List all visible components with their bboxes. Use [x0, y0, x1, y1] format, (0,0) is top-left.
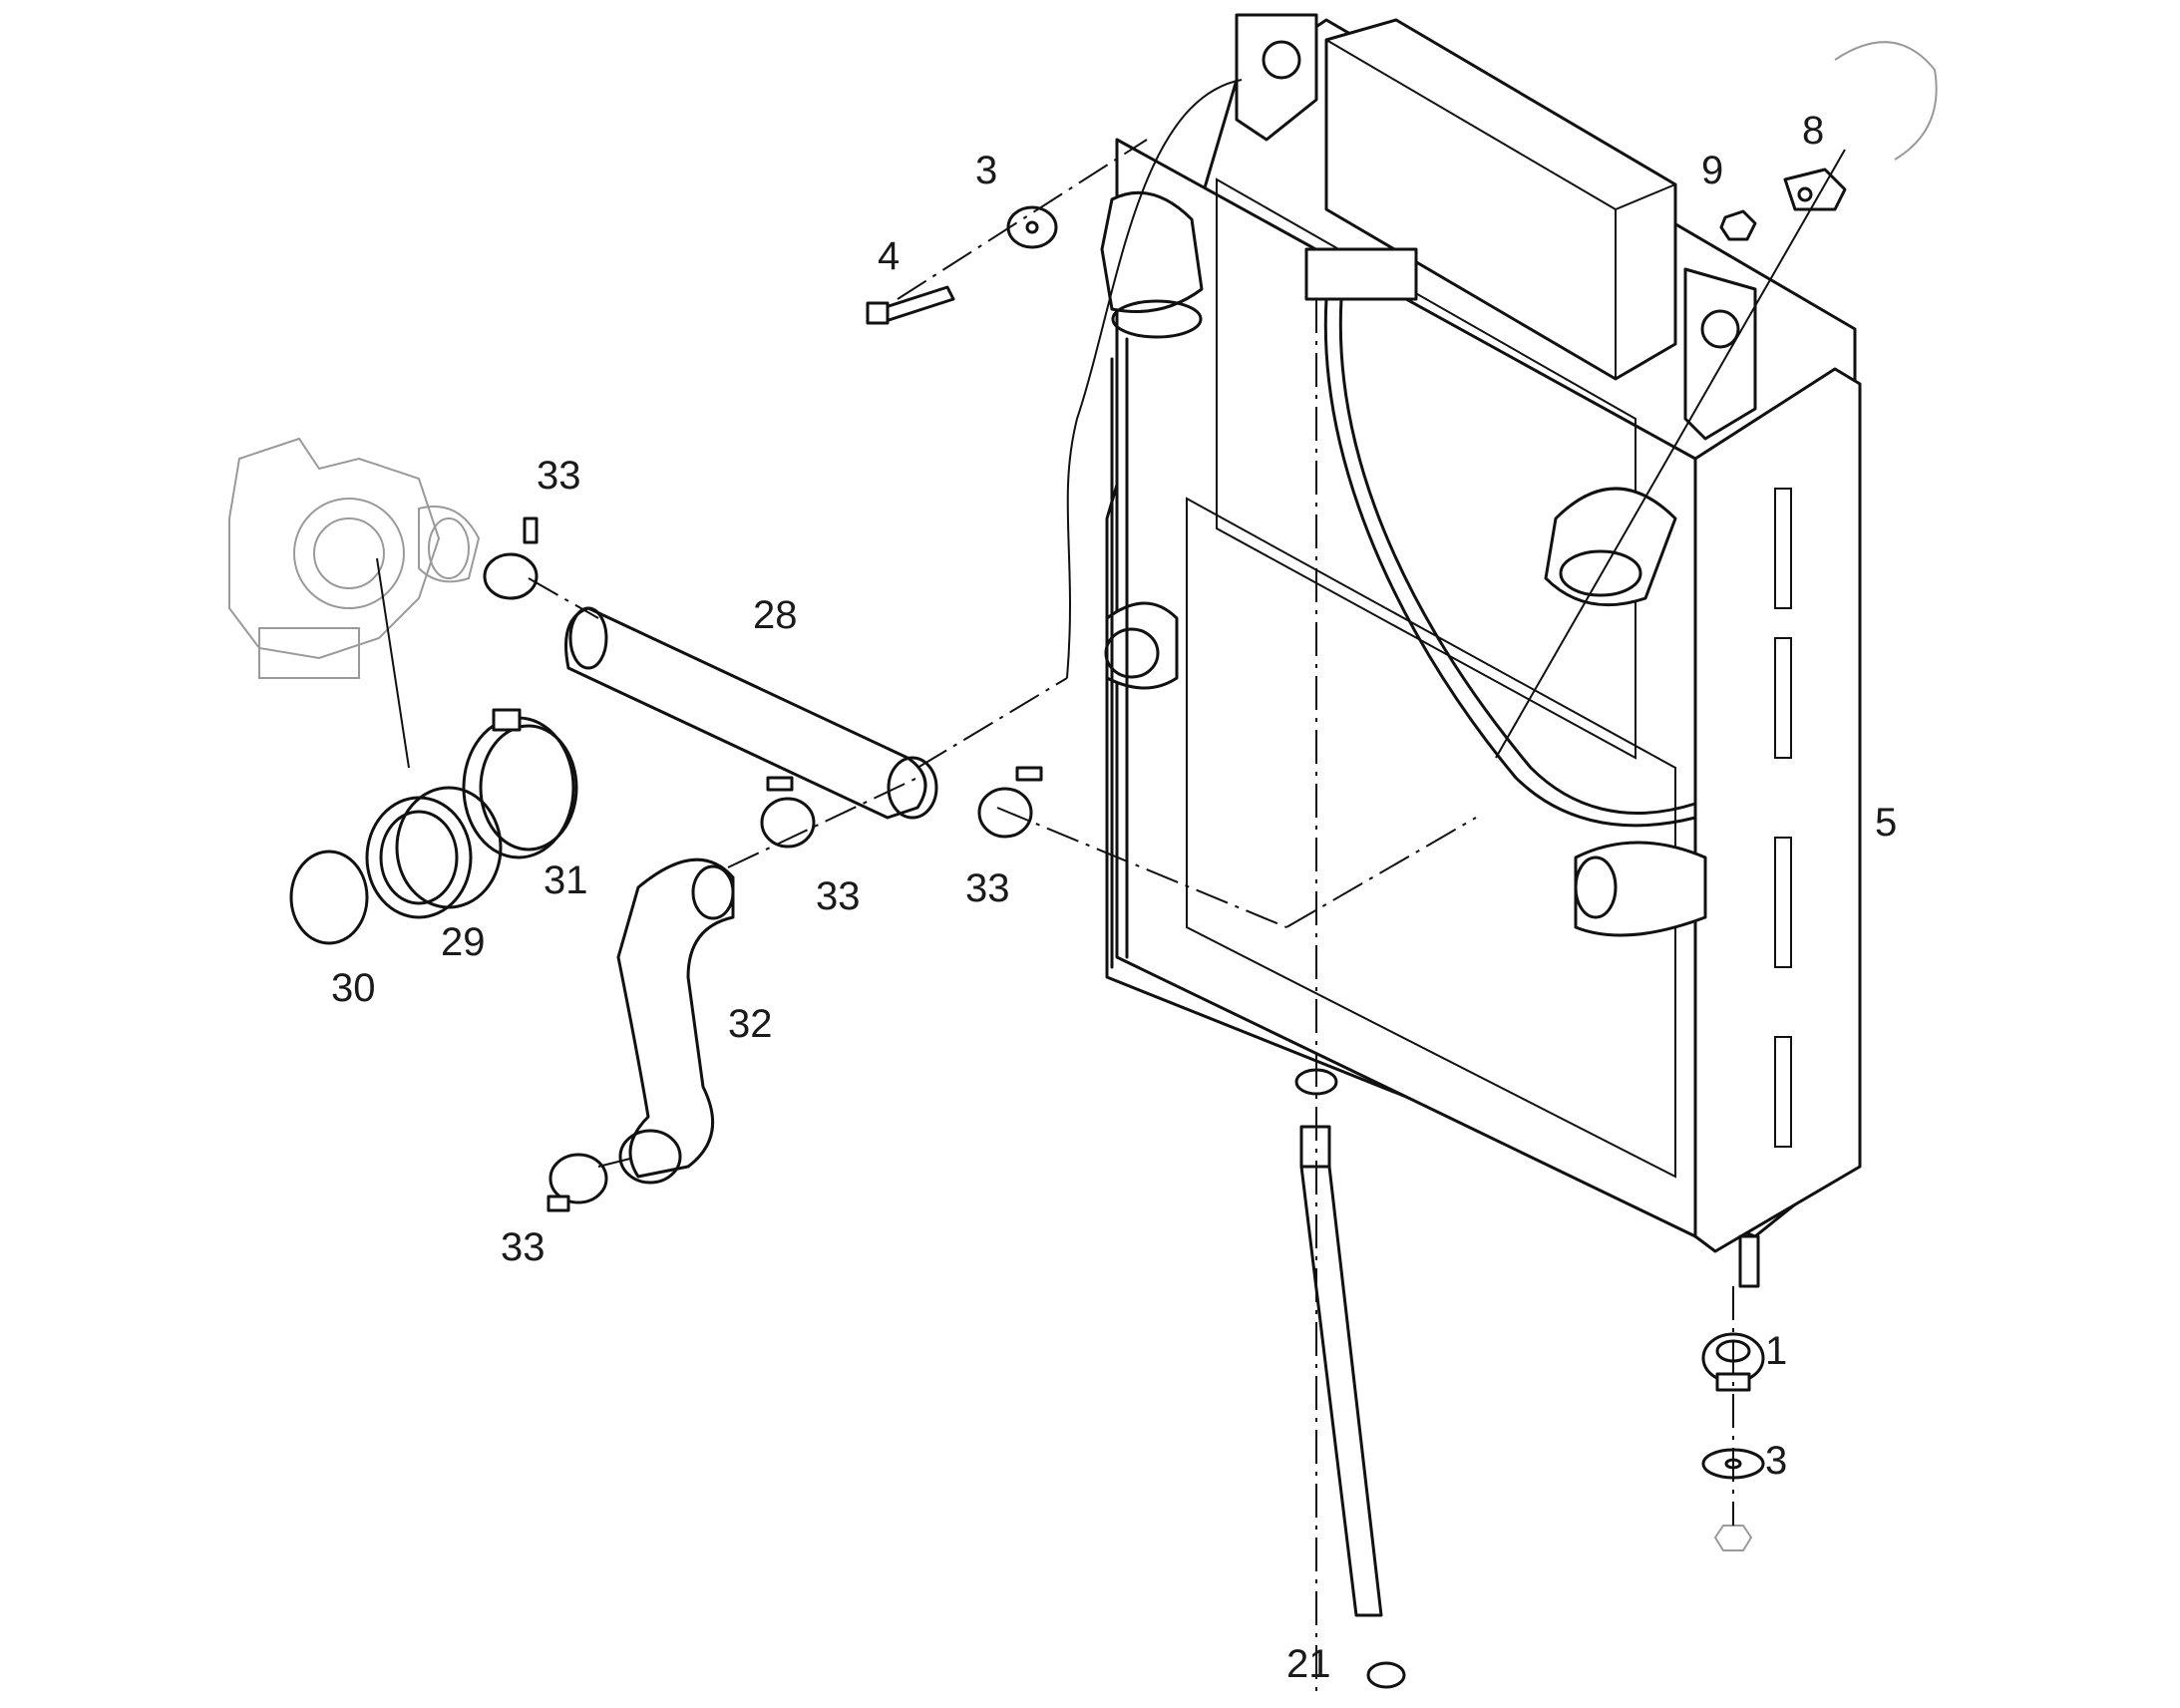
assembly-leaders	[528, 139, 1734, 1695]
callout-29: 29	[441, 920, 486, 964]
bolt-4	[866, 285, 955, 325]
callout-30: 30	[331, 966, 376, 1010]
callout-1: 1	[1765, 1329, 1787, 1373]
drain-hose-21	[1294, 1068, 1406, 1689]
callout-9: 9	[1701, 149, 1723, 192]
turbocharger-ghost	[228, 437, 481, 769]
nut-bottom	[1713, 1525, 1753, 1551]
hose-32	[616, 857, 735, 1185]
v-band-clamp-31	[462, 708, 578, 859]
nut-9	[1719, 209, 1757, 241]
callout-4: 4	[878, 234, 900, 278]
callout-32: 32	[728, 1002, 773, 1046]
callout-21: 21	[1286, 1642, 1331, 1686]
callout-labels: 1 3 3 4 5 8 9 21 28 29 30 31 32 33 33 33…	[331, 109, 1897, 1686]
hose-28	[564, 606, 938, 820]
callout-8: 8	[1802, 109, 1824, 153]
hose-clamp-33-mid-left	[760, 776, 816, 849]
seal-ring-30	[289, 850, 369, 945]
callout-33-top: 33	[537, 454, 581, 498]
callout-3-bottom: 3	[1765, 1439, 1787, 1483]
part-leader-lines	[1495, 149, 1846, 759]
callout-33-mid-right: 33	[965, 866, 1010, 910]
adapter-29	[365, 786, 503, 919]
callout-31: 31	[544, 858, 588, 902]
hose-clamp-33-bottom	[546, 1153, 608, 1212]
callout-33-mid-left: 33	[816, 874, 861, 918]
hose-clamp-33-top	[483, 516, 539, 600]
washer-3-top	[1006, 205, 1058, 249]
callout-28: 28	[753, 593, 798, 637]
hose-clamp-33-mid-right	[977, 766, 1043, 839]
callout-33-bottom: 33	[501, 1225, 545, 1269]
radiator-assembly	[1066, 13, 1862, 1288]
callout-5: 5	[1875, 801, 1897, 845]
callout-3-top: 3	[975, 149, 997, 192]
bracket-8	[1783, 41, 1938, 211]
